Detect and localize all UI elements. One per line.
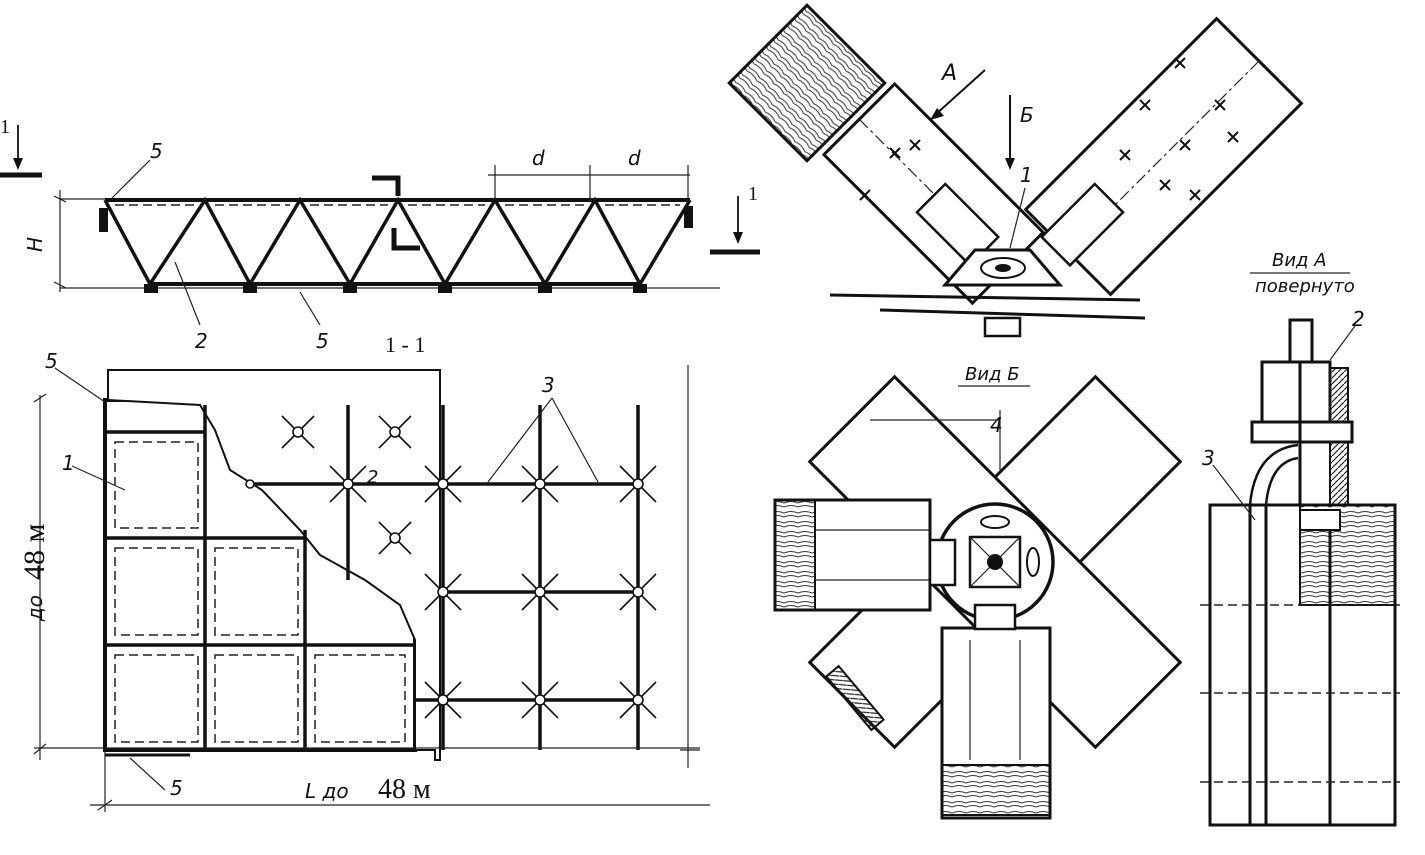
splice-top xyxy=(372,175,401,196)
callout-bolt: 2 xyxy=(1352,307,1365,331)
arrow-a: А xyxy=(930,61,986,120)
section-title: 1 - 1 xyxy=(385,332,425,357)
side-dashes xyxy=(1200,604,1400,783)
callout-rods: 3 xyxy=(542,373,555,397)
panel-label-2: d xyxy=(628,146,641,170)
hatched-plate xyxy=(824,664,886,732)
arrow-b: Б xyxy=(1005,95,1034,170)
width-prefix: L до xyxy=(305,779,349,803)
panel-grid xyxy=(105,405,415,752)
panel-dashes xyxy=(114,441,406,743)
depth-value: 48 м xyxy=(18,524,51,581)
callout-diagonal: 2 xyxy=(195,329,208,353)
tube-bend xyxy=(1248,443,1299,506)
section-mark-right: 1 xyxy=(710,183,760,255)
view-a-subtitle: повернуто xyxy=(1255,276,1355,297)
timber-end-block xyxy=(727,3,887,163)
bolt-head xyxy=(1288,318,1314,364)
svg-text:Б: Б xyxy=(1020,103,1034,127)
upper-block xyxy=(1260,360,1332,424)
side-view-a: Вид А повернуто 2 3 xyxy=(1200,250,1400,827)
bottom-node-plates xyxy=(144,284,647,293)
bolt-marks xyxy=(859,57,1239,201)
node-detail-top: А Б 1 Вид Б xyxy=(727,3,1304,387)
callout-panel: 1 xyxy=(62,451,75,475)
splice-bottom xyxy=(391,228,420,251)
callout-chord-bottom: 5 xyxy=(316,329,329,353)
plan-view: 1 - 1 xyxy=(18,332,710,812)
section-mark-left: 1 xyxy=(0,116,42,178)
callout-frame-top: 5 xyxy=(45,349,58,373)
panel-label-1: d xyxy=(532,146,545,170)
width-value: 48 м xyxy=(378,774,431,805)
base-line-1 xyxy=(829,293,1141,302)
callout-connector: 4 xyxy=(990,413,1003,437)
view-a-title: Вид А xyxy=(1272,250,1327,271)
truss-elevation: H d d 1 1 5 2 5 xyxy=(0,116,760,353)
height-label: H xyxy=(23,237,47,252)
callout-node: 2 xyxy=(367,467,378,488)
truss-diagonals xyxy=(103,196,692,288)
svg-text:А: А xyxy=(940,61,957,86)
depth-prefix: до xyxy=(23,595,47,622)
node-detail-view-b: 4 xyxy=(773,374,1183,820)
bottom-timber xyxy=(940,626,1052,820)
node-stars xyxy=(245,415,657,719)
callout-rod: 3 xyxy=(1202,446,1215,470)
bolt-nut xyxy=(983,316,1022,338)
clamp-plate xyxy=(1250,420,1354,444)
left-timber xyxy=(773,498,932,612)
callout-frame-bottom: 5 xyxy=(170,776,183,800)
left-support xyxy=(99,208,108,232)
cover-torn-edge xyxy=(107,369,441,761)
node-hub xyxy=(941,248,1064,287)
callout-hub: 1 xyxy=(1020,163,1033,187)
connector-hub xyxy=(928,502,1055,631)
callout-chord-top: 5 xyxy=(150,139,163,163)
view-b-title: Вид Б xyxy=(965,364,1020,385)
svg-text:1: 1 xyxy=(0,116,10,138)
svg-text:1: 1 xyxy=(748,183,758,205)
base-line-2 xyxy=(879,308,1146,320)
right-support xyxy=(684,206,693,228)
